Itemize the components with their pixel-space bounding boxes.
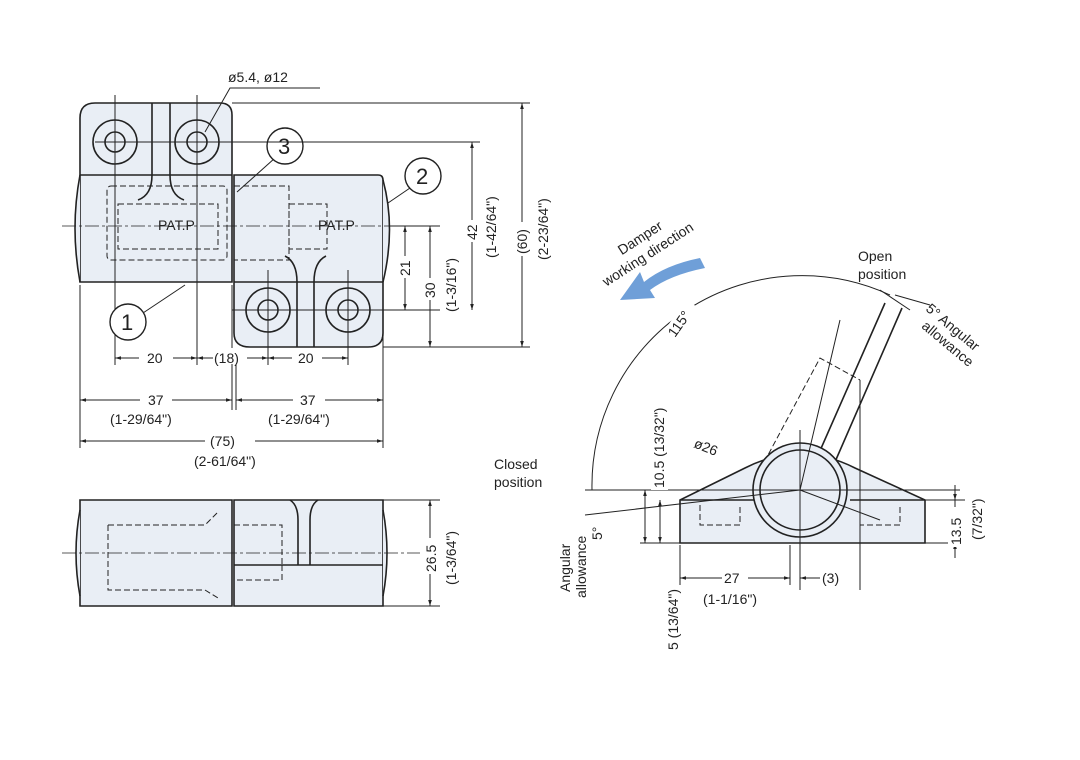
- dim-30: 30: [422, 282, 438, 298]
- dim-right-width: 37: [300, 392, 316, 408]
- dim-42-in: (1-42/64"): [483, 196, 499, 258]
- dim-27-in: (1-1/16"): [703, 591, 757, 607]
- dim-gap: (18): [214, 350, 239, 366]
- dim-bottom-height: 26.5: [423, 545, 439, 572]
- dim-total-in: (2-61/64"): [194, 453, 256, 469]
- dim-left-width-in: (1-29/64"): [110, 411, 172, 427]
- dim-3: (3): [822, 570, 839, 586]
- closed-allowance-2: allowance: [573, 536, 589, 598]
- dim-hole-pitch-left: 20: [147, 350, 163, 366]
- top-view: PAT.P PAT.P ø5.4, ø12 1 3 2 20 (18) 20 3…: [62, 69, 551, 469]
- hole-callout: ø5.4, ø12: [228, 69, 288, 85]
- side-view: Damper working direction 115° Open posit…: [494, 217, 985, 650]
- dim-bottom-height-in: (1-3/64"): [443, 531, 459, 585]
- body-marking-right: PAT.P: [318, 217, 355, 233]
- dim-13-5-in: (7/32"): [969, 498, 985, 540]
- closed-label-2: position: [494, 474, 542, 490]
- dim-42: 42: [464, 224, 480, 240]
- dim-13-5: 13.5: [948, 518, 964, 545]
- dim-diameter: ø26: [692, 435, 721, 459]
- open-label-1: Open: [858, 248, 892, 264]
- right-leaf: [233, 174, 384, 348]
- body-marking-left: PAT.P: [158, 217, 195, 233]
- dim-21: 21: [397, 260, 413, 276]
- dim-left-width: 37: [148, 392, 164, 408]
- dim-5: 5 (13/64"): [665, 589, 681, 650]
- closed-label-1: Closed: [494, 456, 538, 472]
- damper-direction-arrow: [620, 258, 705, 300]
- dim-60-in: (2-23/64"): [535, 198, 551, 260]
- closed-allowance-1: Angular: [557, 543, 573, 592]
- bottom-view: 26.5 (1-3/64"): [62, 499, 459, 607]
- part-number-3: 3: [278, 134, 290, 159]
- dim-27: 27: [724, 570, 740, 586]
- dim-60: (60): [514, 229, 530, 254]
- dim-10-5: 10.5 (13/32"): [651, 408, 667, 488]
- dim-right-width-in: (1-29/64"): [268, 411, 330, 427]
- part-number-1: 1: [121, 310, 133, 335]
- dim-hole-pitch-right: 20: [298, 350, 314, 366]
- dim-total: (75): [210, 433, 235, 449]
- part-number-2: 2: [416, 164, 428, 189]
- closed-allowance-angle: 5°: [589, 527, 605, 540]
- left-leaf: [79, 102, 233, 283]
- dim-30-in: (1-3/16"): [443, 258, 459, 312]
- open-label-2: position: [858, 266, 906, 282]
